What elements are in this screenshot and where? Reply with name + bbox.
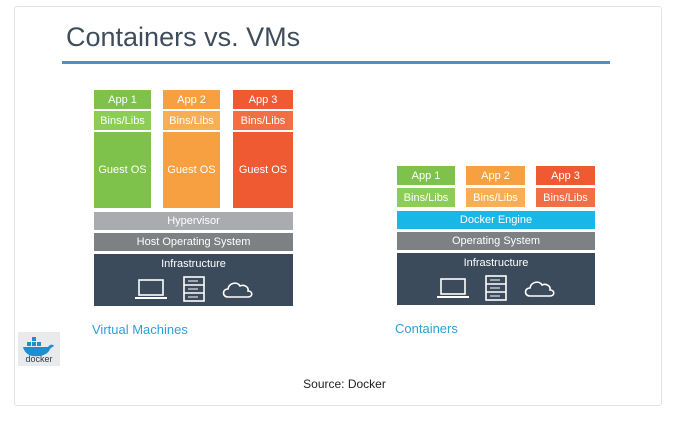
laptop-icon xyxy=(436,276,470,305)
vm-infrastructure-layer: Infrastructure xyxy=(94,254,293,306)
container-infrastructure-label: Infrastructure xyxy=(463,257,529,269)
vm-app-2: App 2 xyxy=(163,90,220,109)
container-bins-2: Bins/Libs xyxy=(466,188,525,207)
container-infrastructure-layer: Infrastructure xyxy=(397,253,595,305)
containers-section-label: Containers xyxy=(395,321,458,336)
vm-guest-os-3: Guest OS xyxy=(233,132,293,208)
server-icon xyxy=(182,275,206,307)
docker-logo: docker xyxy=(18,332,60,366)
docker-engine-layer: Docker Engine xyxy=(397,211,595,229)
container-bins-3: Bins/Libs xyxy=(536,188,595,207)
vm-infrastructure-label: Infrastructure xyxy=(161,258,226,270)
hypervisor-layer: Hypervisor xyxy=(94,212,293,230)
vm-section-label: Virtual Machines xyxy=(92,322,188,337)
host-os-layer: Host Operating System xyxy=(94,233,293,251)
docker-logo-text: docker xyxy=(25,354,53,364)
vm-bins-2: Bins/Libs xyxy=(163,111,220,130)
docker-whale-icon xyxy=(23,337,54,357)
server-icon xyxy=(484,274,508,306)
container-app-1: App 1 xyxy=(397,166,455,185)
vm-app-1: App 1 xyxy=(94,90,151,109)
slide-title: Containers vs. VMs xyxy=(66,22,301,52)
source-caption: Source: Docker xyxy=(303,377,386,391)
operating-system-layer: Operating System xyxy=(397,232,595,250)
cloud-icon xyxy=(220,278,254,305)
vm-bins-1: Bins/Libs xyxy=(94,111,151,130)
laptop-icon xyxy=(134,277,168,306)
container-app-2: App 2 xyxy=(466,166,525,185)
vm-guest-os-2: Guest OS xyxy=(163,132,220,208)
container-app-3: App 3 xyxy=(536,166,595,185)
title-underline xyxy=(62,61,610,64)
vm-app-3: App 3 xyxy=(233,90,293,109)
cloud-icon xyxy=(522,277,556,304)
container-bins-1: Bins/Libs xyxy=(397,188,455,207)
vm-guest-os-1: Guest OS xyxy=(94,132,151,208)
vm-bins-3: Bins/Libs xyxy=(233,111,293,130)
